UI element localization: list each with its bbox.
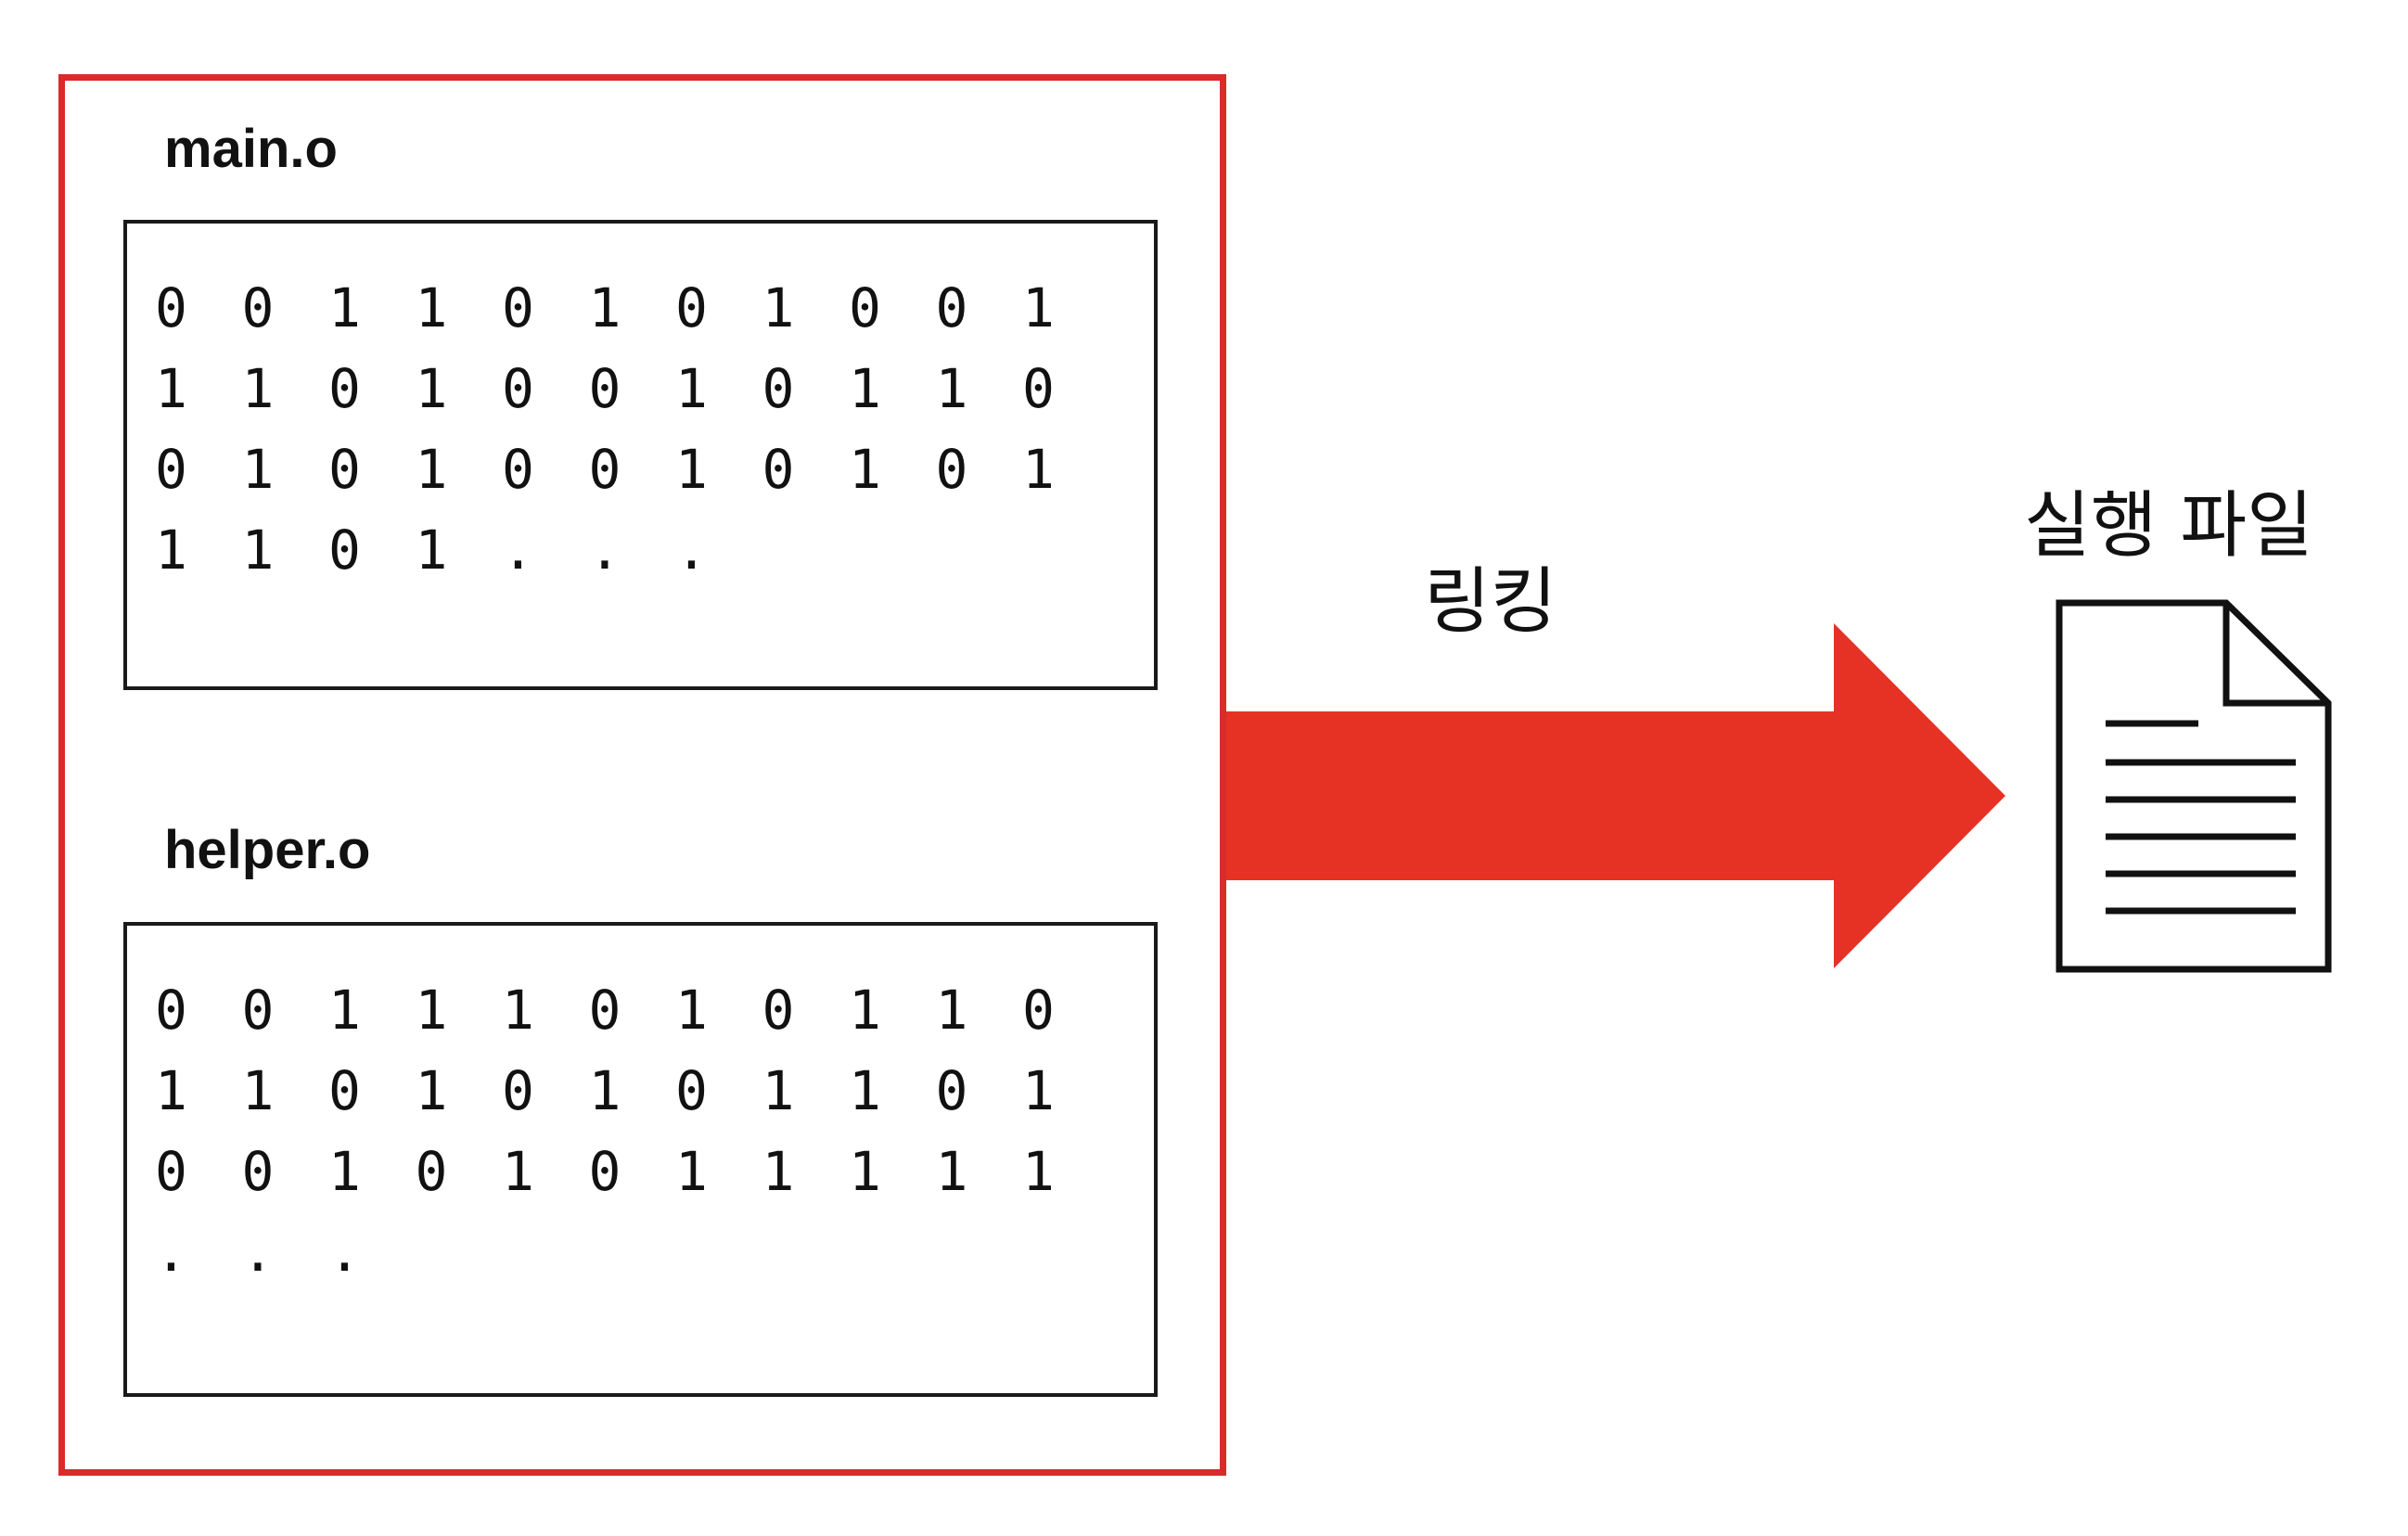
helper-file-bit: 0 — [155, 1140, 187, 1203]
helper-file-bit: 1 — [502, 1140, 534, 1203]
helper-file-row: ... — [155, 1212, 1109, 1293]
helper-file-bit: . — [155, 1221, 187, 1284]
main-file-bit: 0 — [155, 276, 187, 339]
main-file-bit: 1 — [415, 518, 448, 582]
helper-file-bit: 0 — [241, 979, 275, 1042]
main-file-bit: 0 — [588, 438, 621, 501]
helper-file-bit: 0 — [675, 1059, 708, 1122]
main-file-bit: 0 — [502, 357, 534, 420]
main-file-bit: 0 — [935, 276, 968, 339]
main-file-bit: 1 — [241, 357, 275, 420]
linking-label: 링킹 — [1424, 560, 1557, 644]
object-files-group — [58, 74, 1226, 1476]
helper-file-bit: 0 — [935, 1059, 968, 1122]
helper-file-bit: 1 — [415, 1059, 448, 1122]
linking-arrow — [1226, 623, 2005, 968]
helper-file-bit: 1 — [328, 1140, 361, 1203]
helper-file-bit: 1 — [502, 979, 534, 1042]
helper-file-bit: 0 — [415, 1140, 448, 1203]
main-file-bit: 0 — [155, 438, 187, 501]
helper-file-bit: 1 — [762, 1140, 795, 1203]
helper-file-bit: 0 — [241, 1140, 275, 1203]
main-file-bit: 1 — [935, 357, 968, 420]
main-file-bit: 1 — [415, 357, 448, 420]
helper-file-bit: . — [241, 1221, 275, 1284]
main-file-bit: 1 — [1022, 276, 1055, 339]
executable-label: 실행 파일 — [2024, 484, 2313, 568]
main-file-bit: 1 — [155, 518, 187, 582]
arrow-shape — [1226, 623, 2005, 968]
main-file-bit: 0 — [762, 438, 795, 501]
main-file-bit: 0 — [935, 438, 968, 501]
helper-file-bit: 1 — [675, 979, 708, 1042]
main-file-bit: 1 — [241, 518, 275, 582]
helper-file-bit: 0 — [1022, 979, 1055, 1042]
helper-file-bit: 1 — [155, 1059, 187, 1122]
helper-file-bit: 1 — [935, 979, 968, 1042]
helper-file-bit: 1 — [588, 1059, 621, 1122]
main-file-bit: 0 — [502, 276, 534, 339]
helper-file-bit: . — [328, 1221, 361, 1284]
helper-file-bit: 0 — [588, 979, 621, 1042]
helper-file-bit: 1 — [328, 979, 361, 1042]
helper-file-bit: 0 — [762, 979, 795, 1042]
main-file-bit: 0 — [328, 357, 361, 420]
main-file-bit: 1 — [155, 357, 187, 420]
main-file-bit: 1 — [328, 276, 361, 339]
main-file-bit: . — [502, 518, 534, 582]
main-file-bit: 0 — [762, 357, 795, 420]
helper-file-bit: 1 — [1022, 1140, 1055, 1203]
main-file-bit: . — [588, 518, 621, 582]
document-icon — [2056, 599, 2332, 973]
helper-file-bit: 1 — [675, 1140, 708, 1203]
helper-file-bit: 0 — [155, 979, 187, 1042]
helper-file-bit: 0 — [328, 1059, 361, 1122]
main-file-bit: 1 — [415, 438, 448, 501]
helper-file-bit: 1 — [762, 1059, 795, 1122]
main-file-bit: 1 — [1022, 438, 1055, 501]
main-file-bit: 1 — [588, 276, 621, 339]
main-file-bit: 1 — [762, 276, 795, 339]
main-file-bit: 0 — [328, 438, 361, 501]
main-file-bit: 0 — [1022, 357, 1055, 420]
helper-file-bit: 1 — [1022, 1059, 1055, 1122]
main-file-bit: 0 — [675, 276, 708, 339]
helper-file-bit: 1 — [849, 1059, 881, 1122]
helper-file-bit: 1 — [935, 1140, 968, 1203]
main-file-bit: 1 — [675, 357, 708, 420]
main-file-bit: 0 — [502, 438, 534, 501]
main-file-bit: 1 — [415, 276, 448, 339]
main-file-bit: 0 — [849, 276, 881, 339]
main-file-bit: 0 — [328, 518, 361, 582]
helper-file-label: helper.o — [164, 820, 371, 880]
helper-file-bit: 0 — [588, 1140, 621, 1203]
main-file-bit: 1 — [241, 438, 275, 501]
main-file-bit: 1 — [849, 357, 881, 420]
helper-file-bit: 0 — [502, 1059, 534, 1122]
main-file-label: main.o — [164, 119, 338, 179]
helper-file-bit: 1 — [241, 1059, 275, 1122]
helper-file-bit: 1 — [849, 979, 881, 1042]
main-file-bit: 0 — [588, 357, 621, 420]
helper-file-bit: 1 — [415, 979, 448, 1042]
main-file-bit: 0 — [241, 276, 275, 339]
main-file-bit: 1 — [675, 438, 708, 501]
main-file-bit: . — [675, 518, 708, 582]
main-file-bit: 1 — [849, 438, 881, 501]
helper-file-bit: 1 — [849, 1140, 881, 1203]
